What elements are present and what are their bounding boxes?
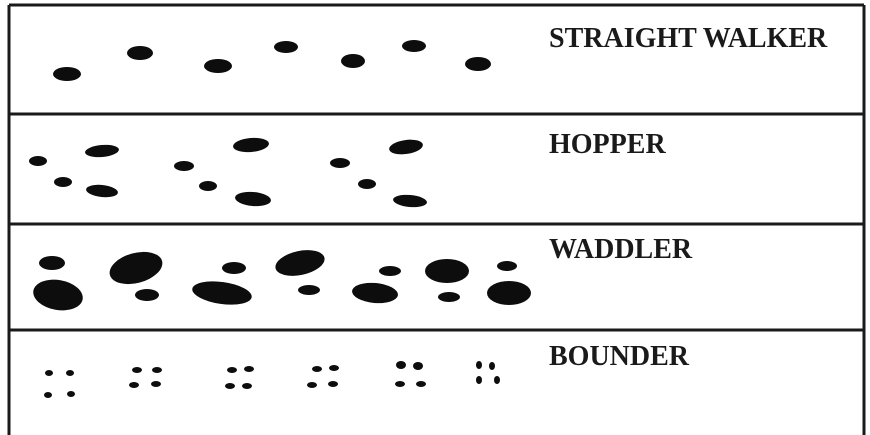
track-print [234, 190, 271, 207]
track-print [351, 281, 399, 305]
track-print [45, 370, 53, 376]
track-print [135, 289, 159, 301]
track-print [273, 246, 327, 280]
track-print [191, 278, 253, 308]
track-print [204, 59, 232, 73]
track-print [199, 181, 217, 191]
track-print [106, 247, 166, 290]
track-print [274, 41, 298, 53]
track-print [127, 46, 153, 60]
track-print [307, 382, 317, 388]
track-print [396, 361, 406, 369]
track-print [67, 391, 75, 397]
track-print [232, 136, 269, 153]
track-print [393, 194, 428, 209]
track-print [416, 381, 426, 387]
track-print [489, 362, 495, 370]
row-label-hopper: HOPPER [549, 129, 666, 160]
track-print [497, 261, 517, 271]
track-print [329, 365, 339, 371]
track-print [379, 266, 401, 276]
track-print [402, 40, 426, 52]
track-print [225, 383, 235, 389]
track-print [438, 292, 460, 302]
track-print [132, 367, 142, 373]
track-print [413, 362, 423, 370]
hopper-tracks [29, 136, 427, 208]
track-print [85, 183, 118, 198]
track-print [425, 259, 469, 283]
track-print [53, 67, 81, 81]
track-print [476, 361, 482, 369]
track-print [222, 262, 246, 274]
track-print [487, 281, 531, 305]
track-print [31, 276, 85, 314]
track-print [388, 138, 424, 157]
track-print [465, 57, 491, 71]
track-print [227, 367, 237, 373]
track-print [330, 158, 350, 168]
row-label-waddler: WADDLER [549, 234, 693, 265]
track-print [44, 392, 52, 398]
row-hopper: HOPPER [29, 129, 666, 208]
track-print [312, 366, 322, 372]
row-label-bounder: BOUNDER [549, 341, 690, 372]
track-print [174, 161, 194, 171]
track-print [341, 54, 365, 68]
track-print [244, 366, 254, 372]
row-bounder: BOUNDER [44, 341, 690, 398]
track-print [395, 381, 405, 387]
track-print [328, 381, 338, 387]
row-waddler: WADDLER [31, 234, 693, 314]
track-print [476, 376, 482, 384]
track-print [29, 156, 47, 166]
track-print [85, 144, 120, 159]
track-print [54, 177, 72, 187]
track-print [151, 381, 161, 387]
track-print [242, 383, 252, 389]
track-print [39, 256, 65, 270]
track-print [129, 382, 139, 388]
track-print [298, 285, 320, 295]
row-straight-walker: STRAIGHT WALKER [53, 23, 828, 81]
waddler-tracks [31, 246, 531, 314]
track-print [152, 367, 162, 373]
bounder-tracks [44, 361, 500, 398]
track-print [494, 376, 500, 384]
row-label-straight-walker: STRAIGHT WALKER [549, 23, 828, 54]
straight-walker-tracks [53, 40, 491, 81]
track-print [358, 179, 376, 189]
track-print [66, 370, 74, 376]
